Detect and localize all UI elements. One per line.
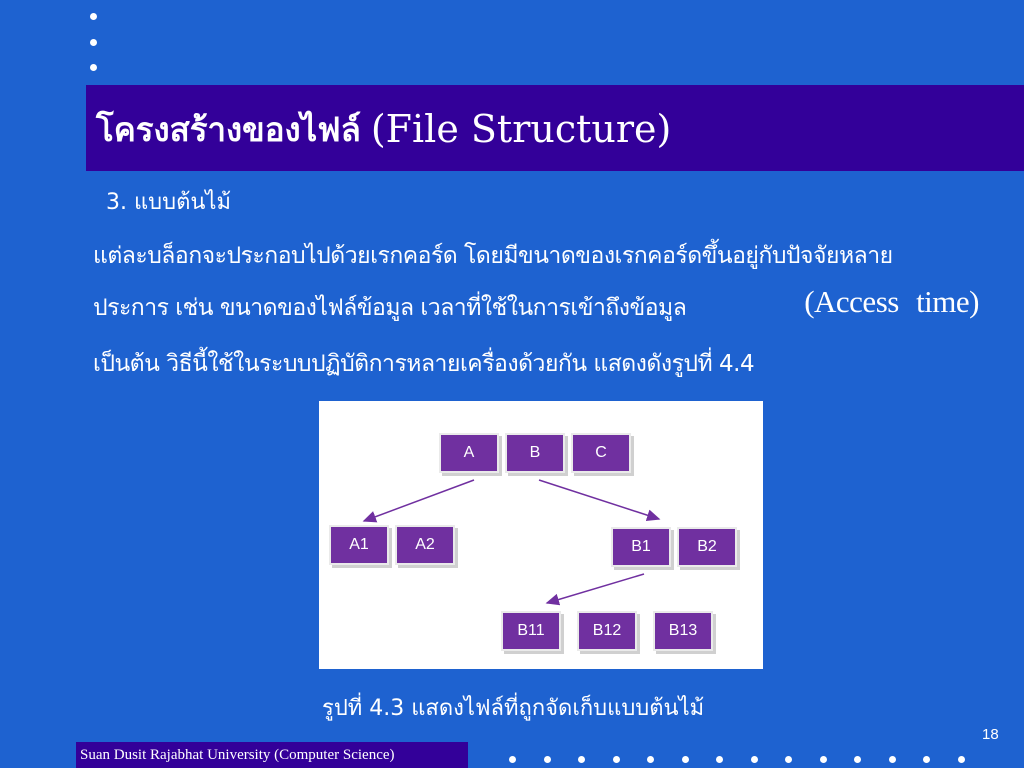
decor-dot [90, 39, 97, 46]
title-bar [86, 85, 1024, 171]
node-b13: B13 [653, 611, 713, 651]
arrow-b-to-b1 [538, 479, 661, 521]
decor-dot [612, 756, 620, 763]
node-a2: A2 [395, 525, 455, 565]
decor-dot [888, 756, 896, 763]
decor-dot [854, 756, 861, 763]
node-b1: B1 [611, 527, 671, 567]
arrow-b1-to-b11 [545, 573, 645, 606]
arrow-b-to-a1 [362, 479, 475, 523]
node-a: A [439, 433, 499, 473]
decor-dot [785, 756, 792, 763]
footer-banner: Suan Dusit Rajabhat University (Computer… [76, 742, 468, 768]
node-c: C [571, 433, 631, 473]
decor-dot [750, 756, 758, 763]
body-line-2-thai: ประการ เช่น ขนาดของไฟล์ข้อมูล เวลาที่ใช้… [93, 295, 687, 321]
node-b12: B12 [577, 611, 637, 651]
body-line-1: แต่ละบล็อกจะประกอบไปด้วยเรกคอร์ด โดยมีขน… [93, 243, 893, 269]
page-number: 18 [982, 726, 999, 743]
decor-dot [647, 756, 654, 763]
node-b: B [505, 433, 565, 473]
node-b2: B2 [677, 527, 737, 567]
decor-dot [578, 756, 585, 763]
decor-dot [957, 756, 965, 763]
tree-arrows [362, 479, 661, 606]
title-thai: โครงสร้างของไฟล์ [96, 109, 361, 149]
footer-text: Suan Dusit Rajabhat University (Computer… [80, 746, 395, 763]
node-a1: A1 [329, 525, 389, 565]
title-english: (File Structure) [370, 107, 672, 151]
decor-dot [819, 756, 827, 763]
body-line-2: ประการ เช่น ขนาดของไฟล์ข้อมูล เวลาที่ใช้… [93, 284, 979, 326]
decor-dot [509, 756, 516, 763]
body-line-3: เป็นต้น วิธีนี้ใช้ในระบบปฏิบัติการหลายเค… [93, 351, 755, 377]
decor-dot [681, 756, 689, 763]
subheading: 3. แบบต้นไม้ [106, 190, 231, 215]
decor-dot [90, 13, 97, 20]
decor-dot [90, 64, 97, 71]
slide-title: โครงสร้างของไฟล์ (File Structure) [96, 98, 671, 160]
access-time-term: (Access time) [804, 284, 979, 319]
decor-dot [923, 756, 930, 763]
tree-figure: A B C A1 A2 B1 B2 B11 B12 B13 [319, 401, 763, 669]
node-b11: B11 [501, 611, 561, 651]
decor-dot [716, 756, 723, 763]
figure-caption: รูปที่ 4.3 แสดงไฟล์ที่ถูกจัดเก็บแบบต้นไม… [322, 696, 705, 721]
decor-dot [543, 756, 551, 763]
